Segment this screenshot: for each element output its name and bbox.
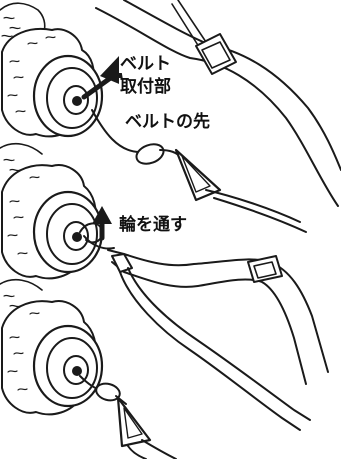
tire-rear-1: [0, 2, 46, 38]
strap-band-2: [107, 249, 329, 431]
up-arrow-2: [92, 206, 112, 241]
label-belt-tip: ベルトの先: [124, 112, 211, 132]
label-belt-mount-line2: 取付部: [119, 77, 172, 97]
label-thread-loop: 輪を通す: [118, 215, 188, 235]
panel-1-belt-mount: [0, 0, 341, 233]
label-belt-mount-line1: ベルト: [119, 54, 172, 74]
pointer-arrow-1: [81, 56, 124, 100]
belt-tip-assembly-1: [91, 109, 307, 233]
panel-2-thread-loop: [0, 142, 329, 431]
belt-mount-hole-2: [72, 232, 82, 242]
belt-mount-hole-1: [72, 96, 82, 106]
panel-3-attached: [0, 278, 177, 459]
strap-band-1: [95, 0, 341, 207]
belt-tip-assembly-3: [79, 375, 177, 459]
tire-front-3: [1, 300, 104, 416]
belt-mount-hole-3: [72, 366, 82, 376]
tire-front-2: [1, 164, 104, 280]
tire-front-1: [1, 28, 104, 138]
